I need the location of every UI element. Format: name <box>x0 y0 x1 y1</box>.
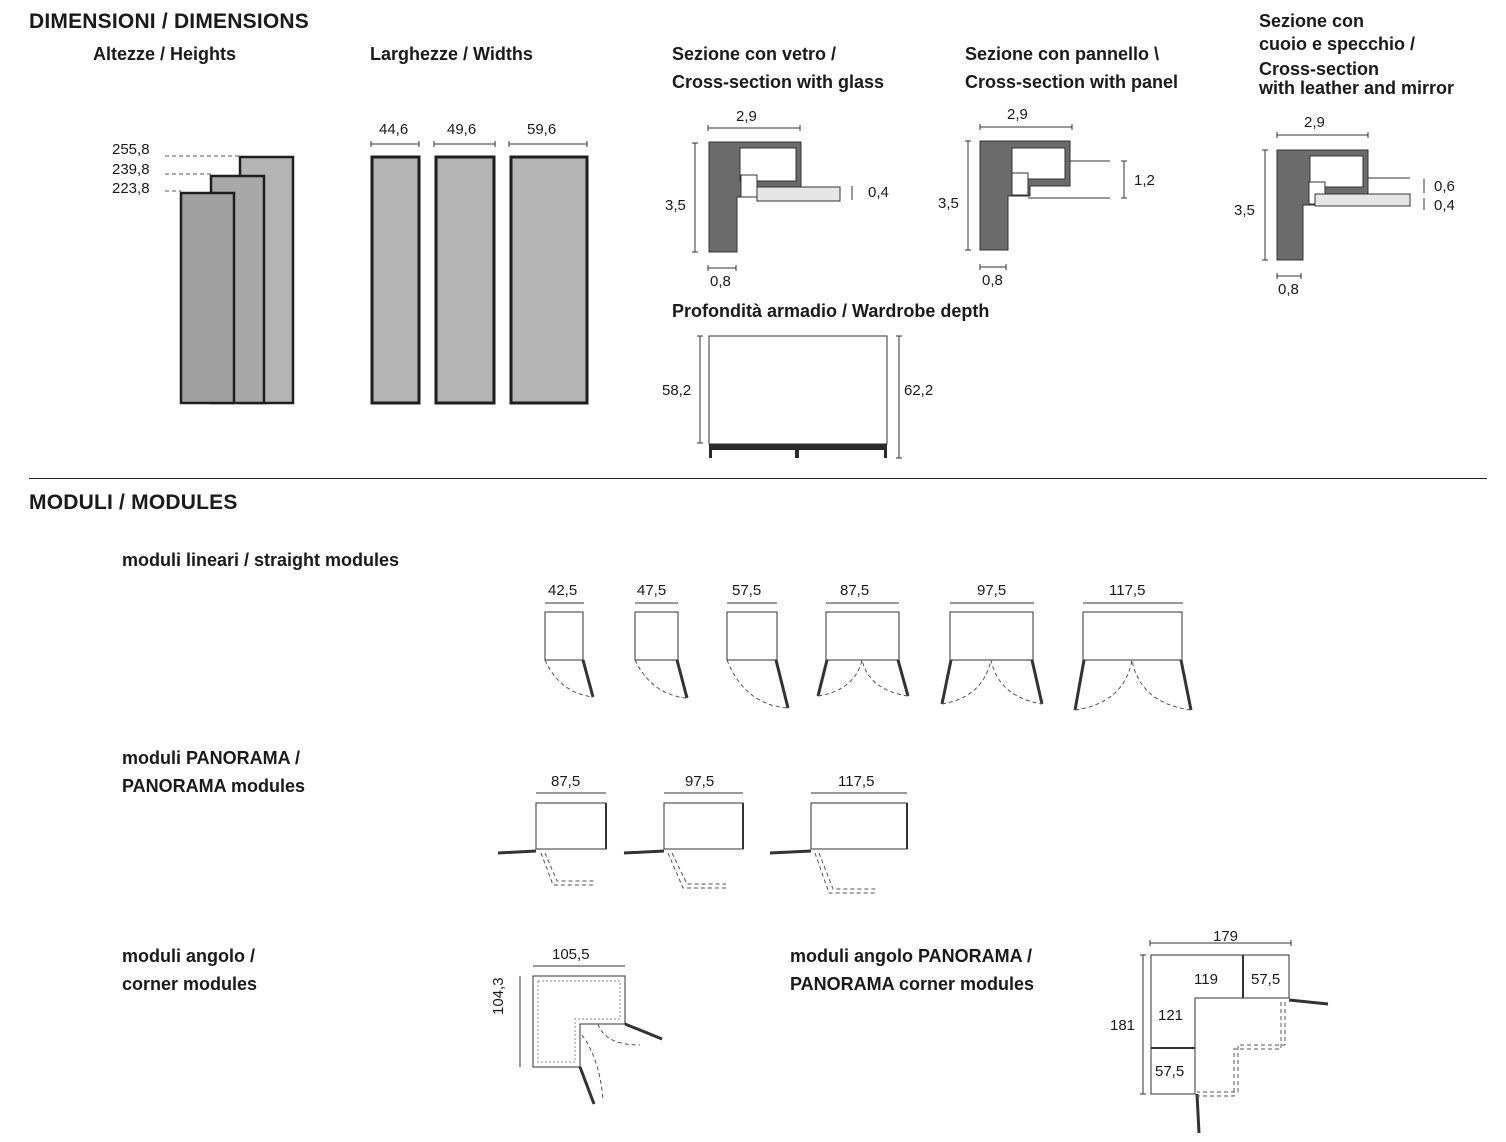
depth-right-dim: 62,2 <box>904 382 934 399</box>
leather-top-dim: 2,9 <box>1304 114 1325 131</box>
wardrobe-door-profile <box>709 444 887 450</box>
glass-section-diagram <box>692 125 853 271</box>
panel-title-line-1: Sezione con pannello \ <box>965 44 1160 64</box>
depth-diagram <box>697 335 902 459</box>
panorama-corner-diagram <box>1140 940 1329 1134</box>
glass-side-dim: 3,5 <box>665 197 686 214</box>
straight-value-6: 117,5 <box>1109 582 1146 599</box>
height-value-1: 255,8 <box>112 141 150 158</box>
width-value-3: 59,6 <box>527 121 557 138</box>
door-223-8 <box>179 191 236 405</box>
depth-left-dim: 58,2 <box>662 382 692 399</box>
panorama-title-line-1: moduli PANORAMA / <box>122 748 300 768</box>
glass-title-line-2: Cross-section with glass <box>672 72 885 92</box>
leather-section-title: Sezione con cuoio e specchio / Cross-sec… <box>1259 10 1454 98</box>
leather-side-dim: 3,5 <box>1234 202 1255 219</box>
straight-module-42-5 <box>544 611 584 661</box>
mirror-pane <box>1314 193 1411 207</box>
panorama-corner-depth-dim: 181 <box>1110 1017 1136 1034</box>
leather-right-dim-1: 0,6 <box>1434 178 1455 195</box>
straight-module-97-5 <box>949 611 1034 661</box>
straight-module-57-5 <box>726 611 778 661</box>
straight-modules-title: moduli lineari / straight modules <box>122 546 399 574</box>
leather-bottom-dim: 0,8 <box>1278 281 1299 298</box>
straight-title-text: moduli lineari / straight modules <box>122 550 400 570</box>
straight-module-47-5 <box>634 611 679 661</box>
widths-diagram <box>370 141 589 405</box>
panorama-corner-title-line-1: moduli angolo PANORAMA / <box>790 946 1032 966</box>
straight-modules-diagram <box>544 602 1193 711</box>
panorama-module-87-5 <box>535 802 607 850</box>
height-value-2: 239,8 <box>112 161 150 178</box>
leather-title-line-1: Sezione con <box>1259 11 1365 31</box>
dimensions-title: DIMENSIONI / DIMENSIONS <box>29 10 309 33</box>
panel-section-title: Sezione con pannello \ Cross-section wit… <box>965 40 1178 96</box>
panorama-module-117-5 <box>810 802 908 850</box>
glass-section-title: Sezione con vetro / Cross-section with g… <box>672 40 884 96</box>
straight-module-87-5 <box>825 611 900 661</box>
panorama-module-97-5 <box>663 802 744 850</box>
glass-bottom-dim: 0,8 <box>710 273 731 290</box>
heights-title-text: Altezze / Heights <box>93 44 237 64</box>
corner-modules-title: moduli angolo / corner modules <box>122 942 257 998</box>
panorama-modules-diagram <box>497 792 908 894</box>
width-value-1: 44,6 <box>379 121 409 138</box>
panel-right-dim: 1,2 <box>1134 172 1155 189</box>
glass-top-dim: 2,9 <box>736 108 757 125</box>
panel-section-diagram <box>965 124 1127 270</box>
leather-title-line-2: cuoio e specchio / <box>1259 34 1416 54</box>
panorama-corner-body <box>1150 954 1290 1095</box>
straight-value-2: 47,5 <box>637 582 667 599</box>
panorama-corner-inner-4: 57,5 <box>1155 1063 1185 1080</box>
corner-title-line-2: corner modules <box>122 974 258 994</box>
corner-width-dim: 105,5 <box>552 946 590 963</box>
panorama-corner-width-dim: 179 <box>1213 928 1239 945</box>
wardrobe-body <box>708 335 888 445</box>
glass-right-dim: 0,4 <box>868 184 889 201</box>
panorama-title-line-2: PANORAMA modules <box>122 776 306 796</box>
panorama-modules-title: moduli PANORAMA / PANORAMA modules <box>122 744 305 800</box>
glass-title-line-1: Sezione con vetro / <box>672 44 837 64</box>
leather-title-line-3: Cross-section <box>1259 59 1380 79</box>
width-value-2: 49,6 <box>447 121 477 138</box>
depth-title-text: Profondità armadio / Wardrobe depth <box>672 301 990 321</box>
corner-depth-dim: 104,3 <box>490 977 507 1015</box>
leather-title-line-4: with leather and mirror <box>1259 78 1455 98</box>
panorama-corner-inner-1: 119 <box>1194 971 1218 988</box>
corner-module-diagram <box>519 965 663 1105</box>
straight-value-4: 87,5 <box>840 582 870 599</box>
section-divider <box>29 478 1487 479</box>
widths-title-text: Larghezze / Widths <box>370 44 533 64</box>
panorama-corner-title-line-2: PANORAMA corner modules <box>790 974 1035 994</box>
door-width-59-6 <box>509 155 589 405</box>
panorama-corner-title: moduli angolo PANORAMA / PANORAMA corner… <box>790 942 1034 998</box>
modules-title: MODULI / MODULES <box>29 491 238 514</box>
panorama-corner-inner-3: 121 <box>1158 1007 1184 1024</box>
panel-title-line-2: Cross-section with panel <box>965 72 1179 92</box>
panorama-value-3: 117,5 <box>838 773 875 790</box>
leather-right-dim-2: 0,4 <box>1434 197 1455 214</box>
heights-title: Altezze / Heights <box>93 40 236 68</box>
straight-module-117-5 <box>1082 611 1183 661</box>
panel-top-dim: 2,9 <box>1007 106 1028 123</box>
panel-bottom-dim: 0,8 <box>982 272 1003 289</box>
door-width-49-6 <box>434 155 496 405</box>
panel-side-dim: 3,5 <box>938 195 959 212</box>
corner-module-body <box>532 975 626 1068</box>
panorama-value-1: 87,5 <box>551 773 581 790</box>
panorama-value-2: 97,5 <box>685 773 715 790</box>
panorama-corner-inner-2: 57,5 <box>1251 971 1281 988</box>
corner-title-line-1: moduli angolo / <box>122 946 255 966</box>
straight-value-5: 97,5 <box>977 582 1007 599</box>
straight-value-3: 57,5 <box>732 582 762 599</box>
straight-value-1: 42,5 <box>548 582 578 599</box>
height-value-3: 223,8 <box>112 180 150 197</box>
glass-pane <box>756 186 841 202</box>
leather-section-diagram <box>1262 132 1425 279</box>
heights-diagram <box>165 155 295 405</box>
depth-title: Profondità armadio / Wardrobe depth <box>672 297 989 325</box>
widths-title: Larghezze / Widths <box>370 40 533 68</box>
door-width-44-6 <box>370 155 421 405</box>
